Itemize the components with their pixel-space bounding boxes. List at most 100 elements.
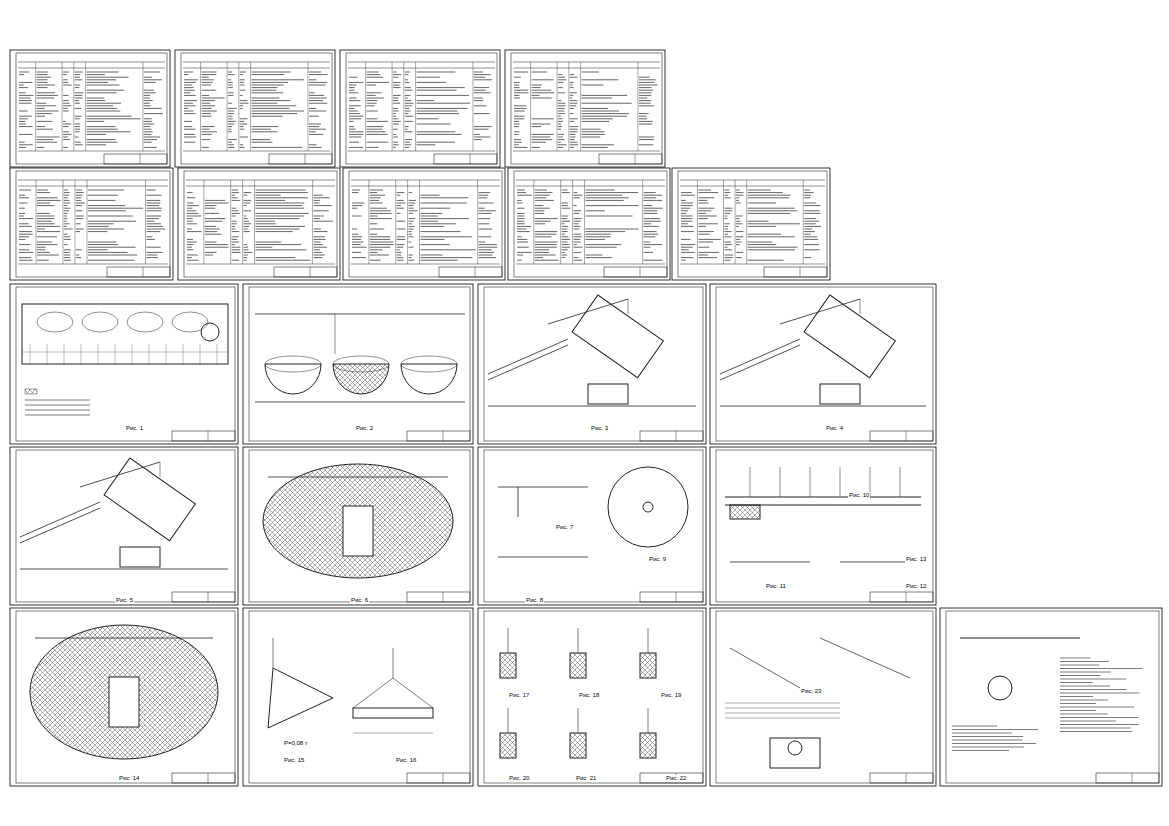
text-stroke (681, 203, 693, 204)
text-stroke (232, 192, 239, 193)
table-line (477, 180, 478, 264)
table-line (365, 62, 366, 151)
text-stroke (582, 129, 601, 130)
text-stroke (370, 208, 387, 209)
text-stroke (25, 415, 90, 416)
text-stroke (202, 129, 210, 130)
text-stroke (698, 257, 717, 258)
text-stroke (644, 223, 652, 224)
text-stroke (244, 260, 247, 261)
figure-caption: Рис. 23 (800, 688, 822, 695)
text-stroke (570, 134, 576, 135)
text-stroke (397, 192, 405, 193)
text-stroke (417, 72, 456, 73)
text-stroke (1060, 728, 1131, 729)
text-stroke (574, 234, 582, 235)
text-stroke (147, 190, 156, 191)
text-stroke (517, 213, 525, 214)
figure-caption: Рис. 12 (905, 583, 927, 590)
machine-body (104, 458, 195, 541)
conveyor (488, 345, 568, 380)
text-stroke (19, 72, 29, 73)
text-stroke (748, 195, 791, 196)
text-stroke (681, 257, 694, 258)
text-stroke (367, 98, 384, 99)
text-stroke (75, 100, 79, 101)
text-stroke (314, 247, 327, 248)
text-stroke (562, 231, 568, 232)
text-stroke (409, 210, 418, 211)
title-block-line (443, 592, 444, 602)
text-stroke (87, 121, 105, 122)
inner-frame (184, 171, 337, 277)
text-stroke (64, 223, 70, 224)
text-stroke (417, 100, 434, 101)
text-stroke (144, 90, 154, 91)
inner-frame (16, 53, 167, 164)
text-stroke (562, 242, 568, 243)
text-stroke (144, 137, 160, 138)
text-stroke (562, 236, 569, 237)
text-stroke (421, 213, 443, 214)
text-stroke (397, 239, 406, 240)
text-stroke (1060, 700, 1108, 701)
text-stroke (514, 144, 519, 145)
text-stroke (558, 121, 563, 122)
text-stroke (256, 200, 286, 201)
text-stroke (187, 221, 193, 222)
text-stroke (37, 113, 52, 114)
text-stroke (147, 218, 160, 219)
text-stroke (639, 87, 652, 88)
text-stroke (144, 72, 160, 73)
text-stroke (393, 98, 399, 99)
title-block (439, 267, 502, 277)
text-stroke (88, 226, 109, 227)
rope (960, 638, 1080, 639)
text-stroke (64, 210, 69, 211)
text-stroke (479, 213, 492, 214)
text-stroke (725, 229, 729, 230)
text-stroke (314, 239, 326, 240)
text-stroke (517, 192, 526, 193)
text-stroke (417, 95, 469, 96)
sheet-frame (508, 168, 670, 280)
text-stroke (421, 244, 450, 245)
text-stroke (417, 90, 457, 91)
text-stroke (314, 257, 323, 258)
text-stroke (535, 192, 553, 193)
text-stroke (147, 203, 161, 204)
title-block-line (443, 431, 444, 441)
text-stroke (748, 249, 795, 250)
text-stroke (232, 242, 239, 243)
text-stroke (88, 249, 108, 250)
text-stroke (397, 247, 404, 248)
text-stroke (479, 255, 493, 256)
text-stroke (725, 249, 733, 250)
text-stroke (228, 113, 234, 114)
text-stroke (681, 195, 695, 196)
text-stroke (421, 257, 473, 258)
text-stroke (644, 242, 651, 243)
table-line (18, 264, 168, 265)
text-stroke (582, 134, 605, 135)
text-stroke (532, 137, 551, 138)
text-stroke (349, 134, 363, 135)
text-stroke (240, 121, 244, 122)
text-stroke (397, 236, 405, 237)
tank-section (265, 364, 321, 394)
text-stroke (88, 210, 126, 211)
text-stroke (144, 100, 153, 101)
text-stroke (309, 79, 317, 80)
text-stroke (804, 239, 818, 240)
text-stroke (19, 252, 33, 253)
floor-line (255, 402, 465, 403)
text-stroke (202, 82, 213, 83)
sheet (343, 168, 505, 280)
text-stroke (535, 231, 557, 232)
text-stroke (409, 221, 414, 222)
inner-frame (514, 171, 667, 277)
text-stroke (698, 216, 717, 217)
title-block-line (635, 154, 636, 164)
text-stroke (349, 85, 356, 86)
text-stroke (639, 92, 652, 93)
